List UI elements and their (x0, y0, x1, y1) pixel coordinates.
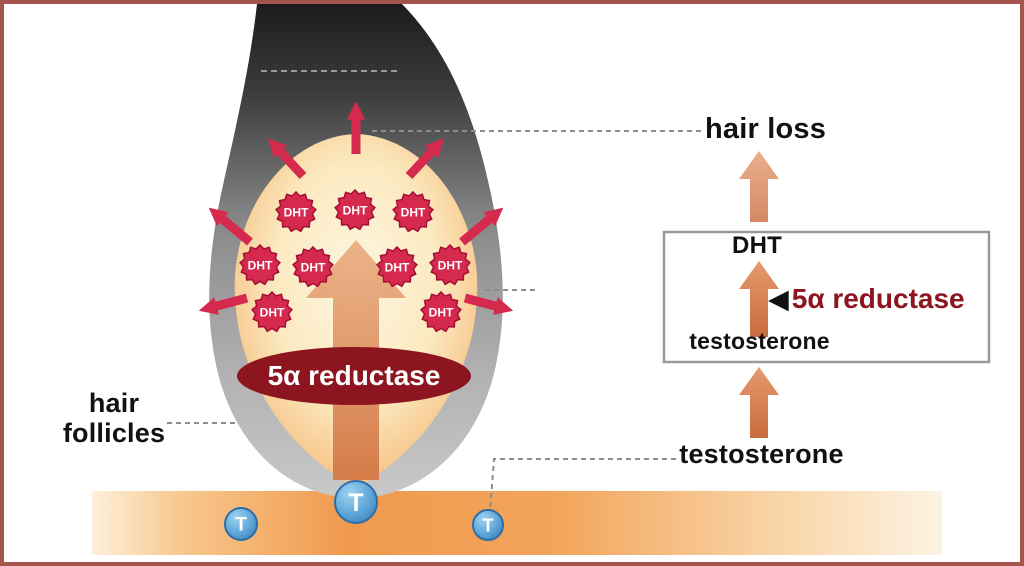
dht-badge: DHT (251, 290, 293, 333)
hair-follicles-label: hair follicles (62, 388, 166, 449)
dht-badge: DHT (292, 245, 334, 288)
hair-loss-label: hair loss (705, 113, 827, 145)
pathway-enzyme-text: 5α reductase (791, 283, 965, 314)
dht-badge: DHT (420, 290, 462, 333)
dht-badge-text: DHT (260, 306, 285, 320)
radiating-arrows (198, 101, 514, 315)
testosterone-marker: T (472, 509, 504, 541)
testosterone-marker: T (224, 507, 258, 541)
dht-badge-text: DHT (429, 306, 454, 320)
dht-badge: DHT (334, 188, 376, 231)
skin-band (92, 491, 942, 555)
testosterone-marker-text: T (483, 515, 494, 535)
pathway-arrow-bottom (739, 367, 779, 438)
dht-badge: DHT (376, 245, 418, 288)
pathway-box (662, 230, 991, 364)
dht-badge-text: DHT (438, 259, 463, 273)
dht-badge-text: DHT (248, 259, 273, 273)
pathway-arrow-middle (739, 261, 779, 337)
pathway-enzyme-label: ◀ 5α reductase (768, 283, 965, 315)
dht-badge-text: DHT (401, 206, 426, 220)
follicle-diagram-graphic: DHT DHT DHT DHT DHT DHT DHT DHT DHT T T T (92, 4, 991, 555)
arrowhead-left-icon: ◀ (768, 283, 789, 314)
dht-badge-text: DHT (343, 204, 368, 218)
dht-badge-text: DHT (284, 206, 309, 220)
reductase-ellipse-label: 5α reductase (267, 360, 441, 391)
reductase-ellipse (237, 347, 471, 405)
t-markers-layer: TTT (224, 480, 504, 541)
pathway-arrow-top (739, 151, 779, 222)
testosterone-marker: T (334, 480, 378, 524)
dht-badge: DHT (275, 190, 317, 233)
testosterone-label: testosterone (679, 439, 844, 469)
dht-badge: DHT (429, 243, 471, 286)
connector-lines (167, 130, 704, 512)
dht-badge: DHT (392, 190, 434, 233)
dht-badge-text: DHT (301, 261, 326, 275)
dht-badge-text: DHT (385, 261, 410, 275)
testosterone-connector (489, 458, 676, 512)
pathway-dht-label: DHT (732, 232, 782, 259)
pathway-testosterone-label: testosterone (689, 328, 830, 354)
dht-badges-layer: DHT DHT DHT DHT DHT DHT DHT DHT DHT (239, 188, 471, 333)
dht-badge: DHT (239, 243, 281, 286)
testosterone-marker-text: T (235, 515, 247, 536)
testosterone-marker-text: T (348, 489, 363, 517)
